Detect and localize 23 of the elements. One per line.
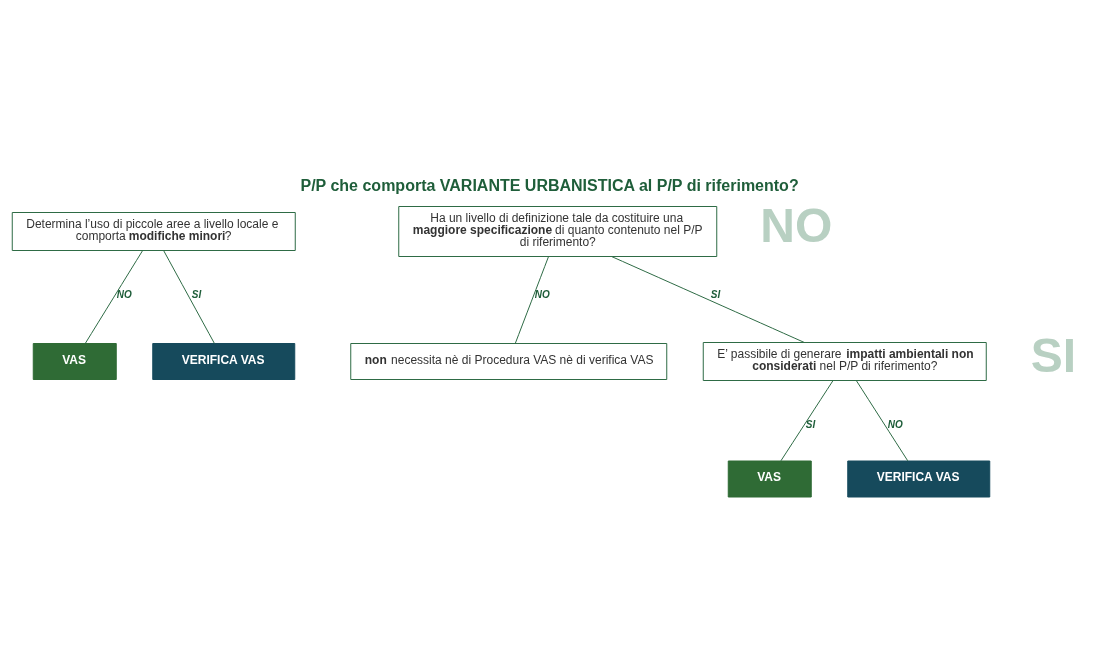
edge-label: SI — [710, 289, 721, 300]
label: SI — [1030, 329, 1077, 383]
node-box: E’ passibile di generare impatti ambientali non considerati nel P/P di riferimento? — [702, 342, 987, 381]
node-box: VAS — [32, 343, 117, 380]
node-box: VAS — [727, 460, 812, 498]
connector — [84, 250, 144, 344]
edge-label: SI — [805, 419, 816, 430]
edge-label: NO — [887, 419, 903, 430]
connector — [514, 256, 550, 344]
node-box: VERIFICA VAS — [847, 460, 991, 498]
node-box: VERIFICA VAS — [152, 343, 296, 380]
edge-label: NO — [534, 289, 550, 300]
connector — [855, 380, 909, 462]
connector — [780, 380, 834, 462]
node-box: Determina l’uso di piccole aree a livello locale e comporta modifiche minori? — [11, 212, 296, 251]
label: NO — [760, 199, 833, 253]
connector — [611, 256, 805, 343]
diagram-title: P/P che comporta VARIANTE URBANISTICA al P/P di riferimento? — [300, 176, 799, 194]
edge-label: NO — [116, 289, 132, 300]
node-box: non necessita nè di Procedura VAS nè di verifica VAS — [350, 343, 668, 380]
edge-label: SI — [191, 289, 202, 300]
connector — [163, 250, 215, 344]
node-box: Ha un livello di definizione tale da costituire una maggiore specificazione di quanto contenuto nel P/P di riferimento? — [398, 206, 718, 257]
